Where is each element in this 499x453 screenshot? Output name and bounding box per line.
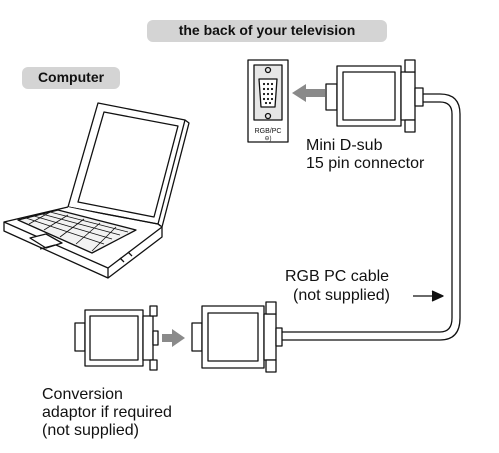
conversion-adaptor-icon [74, 305, 159, 371]
computer-label: Computer [22, 67, 120, 89]
insert-arrow-icon [162, 329, 185, 347]
cable-label-line1: RGB PC cable [285, 268, 390, 285]
adaptor-label-line2: adaptor if required [42, 404, 172, 421]
adaptor-label-line1: Conversion [42, 386, 123, 403]
laptop-icon [3, 102, 190, 279]
adaptor-label-line3: (not supplied) [42, 422, 139, 439]
port-label: RGB/PC [255, 128, 282, 135]
tv-back-label: the back of your television [147, 20, 387, 42]
pointer-arrow-icon [413, 290, 444, 302]
vga-plug-icon [191, 301, 283, 373]
port-symbol: ⊖) [264, 136, 271, 142]
connector-label-line2: 15 pin connector [306, 155, 425, 172]
cable-label-line2: (not supplied) [293, 287, 390, 304]
cable-icon [282, 93, 461, 341]
vga-plug-icon [325, 59, 424, 133]
vga-port-icon [247, 59, 289, 143]
connector-label-line1: Mini D-sub [306, 137, 383, 154]
insert-arrow-icon [292, 84, 325, 102]
